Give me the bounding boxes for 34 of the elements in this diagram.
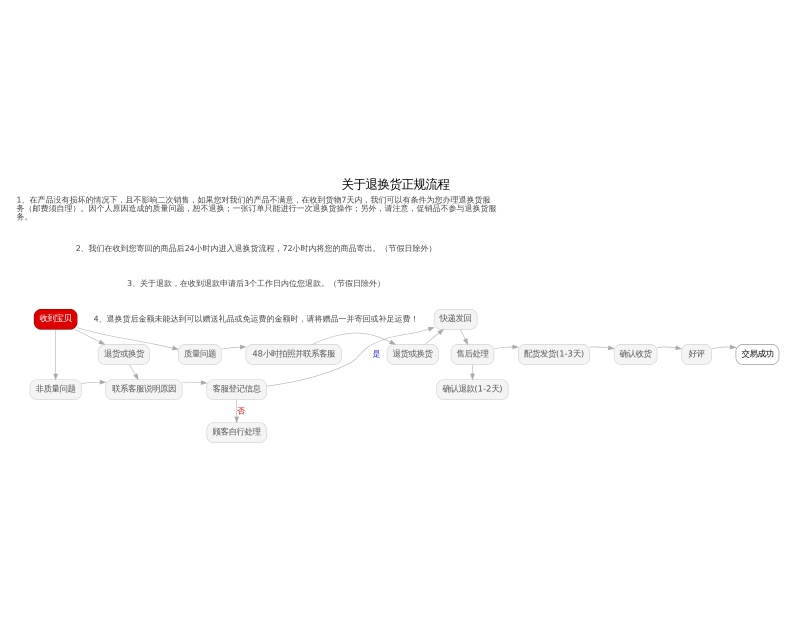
node-box: 交易成功 xyxy=(735,344,779,364)
node-box: 售后处理 xyxy=(450,344,494,364)
node-box: 48小时拍照并联系客服 xyxy=(245,344,342,364)
arrow xyxy=(76,326,179,350)
arrow xyxy=(656,344,682,350)
diagram-title: 关于退换货正规流程 xyxy=(341,176,449,191)
arrow xyxy=(52,328,58,380)
arrow xyxy=(234,398,239,423)
arrow xyxy=(460,328,468,345)
arrow xyxy=(74,328,106,344)
arrow xyxy=(312,332,396,344)
arrow xyxy=(128,364,138,380)
arrow xyxy=(266,326,434,386)
node-box: 好评 xyxy=(680,344,712,364)
node-box: 顾客自行处理 xyxy=(206,422,266,443)
node-box: 确认退款(1-2天) xyxy=(436,378,508,400)
node-box: 客服登记信息 xyxy=(206,378,266,400)
node-box: 确认收货 xyxy=(613,344,657,364)
node-box: 退货或换货 xyxy=(386,344,438,364)
node-box: 非质量问题 xyxy=(29,378,82,400)
node-box: 收到宝贝 xyxy=(33,308,77,330)
arrow xyxy=(424,328,444,344)
arrow xyxy=(493,344,519,349)
node-box: 配货发货(1-3天) xyxy=(518,344,590,364)
arrow xyxy=(589,344,614,350)
arrow xyxy=(470,364,474,380)
arrow xyxy=(710,344,736,349)
arrow xyxy=(220,344,246,349)
arrow xyxy=(80,379,106,384)
node-box: 快递发回 xyxy=(433,308,477,330)
node-box: 质量问题 xyxy=(178,344,222,364)
arrow xyxy=(182,380,208,384)
node-box: 退货或换货 xyxy=(97,344,150,364)
node-box: 联系客服说明原因 xyxy=(104,378,182,400)
